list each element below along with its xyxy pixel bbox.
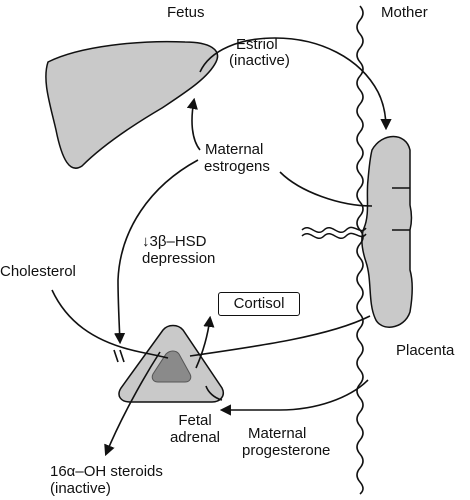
- arrow-cholesterol-to-adrenal: [51, 289, 169, 359]
- fetus-header: Fetus: [167, 4, 205, 21]
- placenta-shape: [361, 135, 414, 328]
- fetal-adrenal-line-1: Fetal: [178, 412, 212, 429]
- arrow-estrogens-to-liver: [186, 97, 201, 151]
- hsd-label: ↓3β–HSD: [142, 233, 207, 250]
- maternal-progesterone-line-2: progesterone: [242, 442, 331, 459]
- maternal-estrogens-line-2: estrogens: [204, 158, 270, 175]
- cortisol-label: Cortisol: [233, 295, 285, 312]
- mother-header: Mother: [381, 4, 428, 21]
- curve-adrenal-right: [205, 385, 223, 401]
- fetal-adrenal-line-2: adrenal: [169, 429, 221, 446]
- arrow-progesterone-to-adrenal: [219, 379, 369, 416]
- block-mark-2: [119, 349, 125, 363]
- arrow-adrenal-to-cortisol: [195, 315, 215, 369]
- steroids-note: (inactive): [50, 480, 111, 497]
- maternal-progesterone-line-1: Maternal: [248, 425, 307, 442]
- maternal-fetal-boundary: [356, 5, 364, 495]
- line-placenta-to-estrogens: [279, 171, 373, 207]
- cholesterol-label: Cholesterol: [0, 263, 76, 280]
- estriol-note: (inactive): [229, 52, 290, 69]
- arrow-adrenal-to-steroids: [104, 351, 161, 457]
- line-placenta-to-adrenal: [189, 315, 371, 357]
- fetal-adrenal-core: [151, 350, 192, 383]
- arrow-estrogens-to-adrenal: [113, 159, 199, 345]
- hsd-note: depression: [142, 250, 216, 267]
- block-mark-1: [113, 349, 119, 363]
- umbilical-cord-2: [301, 232, 367, 239]
- umbilical-cord: [301, 226, 367, 233]
- steroids-label: 16α–OH steroids: [50, 463, 163, 480]
- maternal-estrogens-line-1: Maternal: [205, 141, 264, 158]
- cortisol-box: Cortisol: [218, 292, 300, 316]
- estriol-label: Estriol: [236, 36, 278, 53]
- fetal-liver-shape: [45, 40, 219, 169]
- arrow-estriol-to-placenta: [199, 37, 392, 131]
- placenta-label: Placenta: [396, 342, 455, 359]
